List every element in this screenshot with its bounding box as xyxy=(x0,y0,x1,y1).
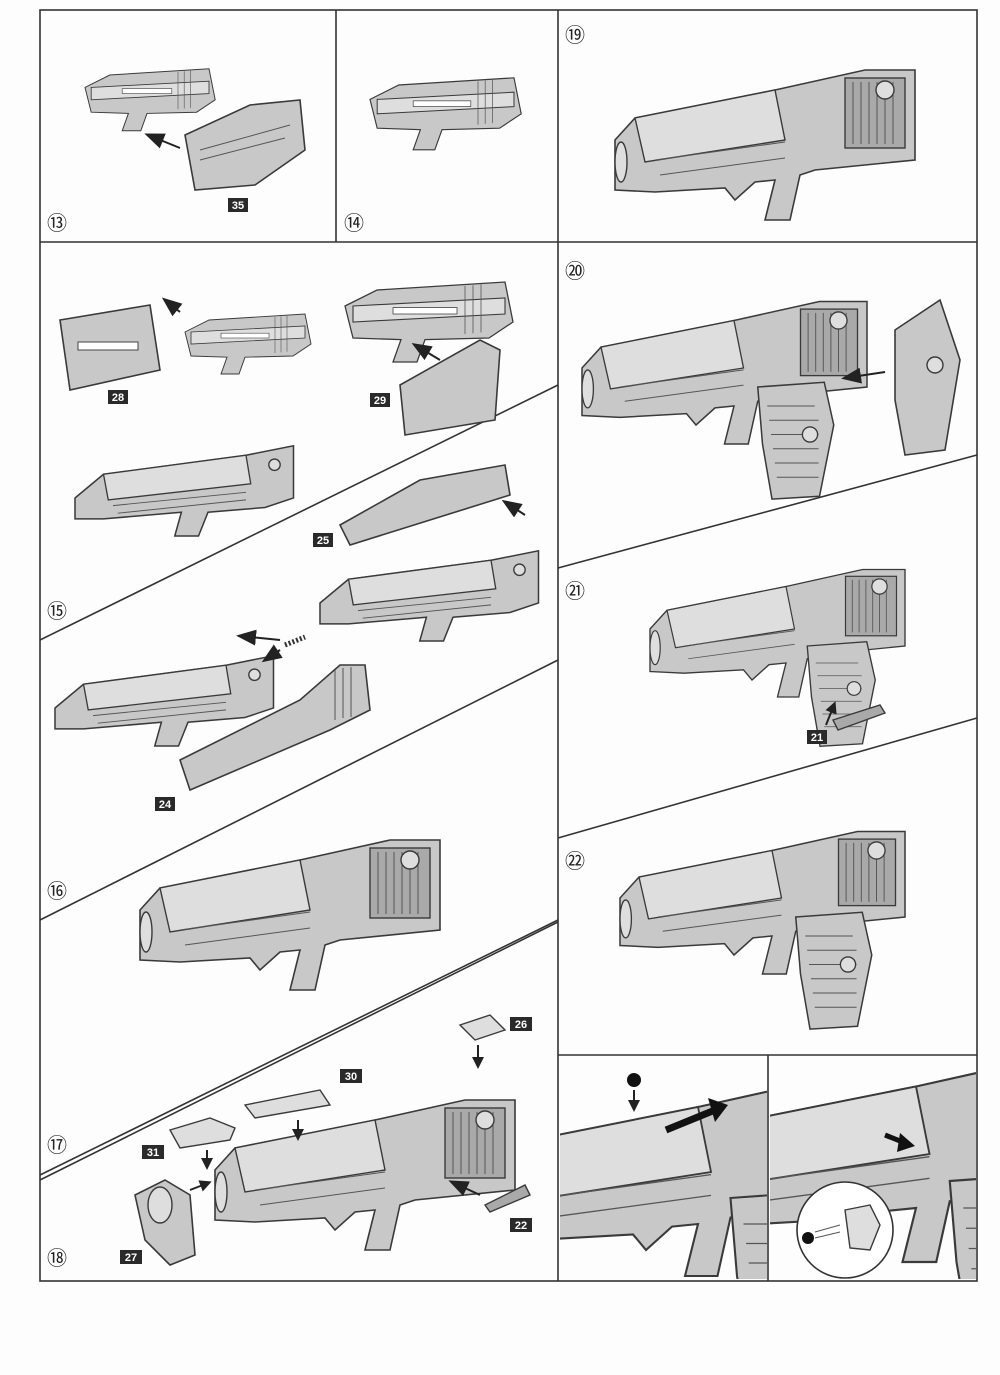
step-21-panel: 21 ㉑ xyxy=(565,570,905,747)
part-label-35: 35 xyxy=(232,200,244,212)
part-29-shape xyxy=(399,339,501,436)
step-15b-assembly xyxy=(319,549,540,642)
part-tag-35 xyxy=(228,198,248,212)
part-35-shape xyxy=(184,99,306,191)
panel-grid xyxy=(39,9,978,1282)
part-label-26: 26 xyxy=(515,1019,527,1031)
step-16-pistol xyxy=(139,839,441,991)
step-14-receiver xyxy=(369,77,522,151)
part-21-shape xyxy=(832,704,887,731)
step-15-assembly xyxy=(74,444,295,537)
step-20-panel: ⑳ xyxy=(565,259,961,500)
step-number-13: ⑬ xyxy=(47,211,67,235)
part-25-shape xyxy=(338,464,511,546)
step-19-pistol xyxy=(614,69,916,221)
part-label-21: 21 xyxy=(811,732,823,744)
step-13-receiver xyxy=(84,68,216,132)
detail-panel-left xyxy=(490,1073,880,1351)
step-24-panel: 24 xyxy=(54,629,371,811)
step-number-22: ㉒ xyxy=(565,849,585,873)
step-number-18: ⑱ xyxy=(47,1246,67,1270)
step-15-receiver-a xyxy=(184,313,312,375)
part-label-30: 30 xyxy=(345,1071,357,1083)
step-number-16: ⑯ xyxy=(47,879,67,903)
step-19-panel: ⑲ xyxy=(565,23,916,221)
step-number-19: ⑲ xyxy=(565,23,585,47)
part-22-shape xyxy=(483,1184,531,1213)
grip-panel-shape xyxy=(894,298,961,456)
step-number-20: ⑳ xyxy=(565,259,585,283)
part-label-28: 28 xyxy=(112,392,124,404)
step-15-panel: 28 29 ⑮ xyxy=(47,281,514,623)
part-label-24: 24 xyxy=(159,799,172,811)
step-number-21: ㉑ xyxy=(565,579,585,603)
part-label-29: 29 xyxy=(374,395,386,407)
step-22-pistol xyxy=(620,832,905,1030)
step-14-panel: ⑭ xyxy=(344,77,522,235)
step-16-panel: ⑯ xyxy=(47,839,441,991)
part-label-25: 25 xyxy=(317,535,329,547)
step-17-18-panel: 26 30 31 27 22 ⑰ ⑱ xyxy=(47,1014,532,1270)
step-15b-panel: 25 xyxy=(313,464,540,642)
part-label-31: 31 xyxy=(147,1147,159,1159)
press-dot xyxy=(627,1073,641,1087)
part-label-27: 27 xyxy=(125,1252,137,1264)
step-13-panel: 35 ⑬ xyxy=(47,68,306,235)
part-31-shape xyxy=(168,1117,236,1149)
part-26-shape xyxy=(458,1014,507,1041)
step-number-17: ⑰ xyxy=(47,1133,67,1157)
part-24-shape xyxy=(179,664,371,792)
step-20-pistol xyxy=(582,302,867,500)
detail-panel-right xyxy=(700,1060,1000,1341)
step-22-panel: ㉒ xyxy=(565,832,905,1030)
step-number-15: ⑮ xyxy=(47,599,67,623)
part-30-shape xyxy=(243,1089,332,1119)
step-18-pistol xyxy=(214,1099,516,1251)
step-number-14: ⑭ xyxy=(344,211,364,235)
part-label-22: 22 xyxy=(515,1220,527,1232)
